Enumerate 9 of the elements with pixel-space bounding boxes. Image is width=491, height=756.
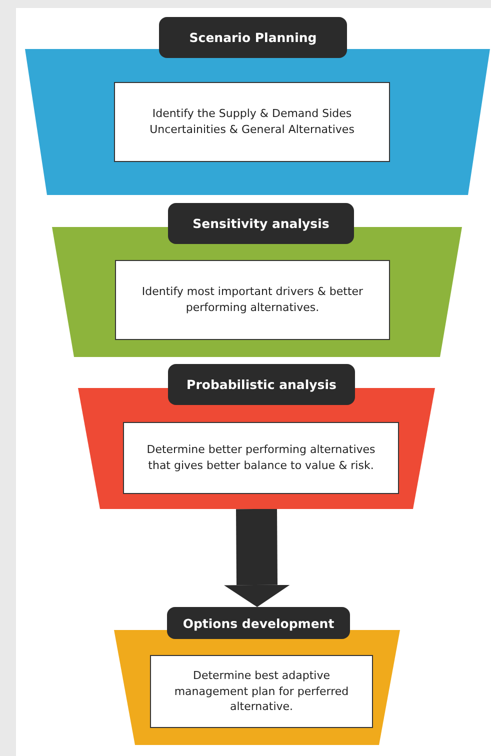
arrow xyxy=(224,508,290,607)
stage-heading: Options development xyxy=(167,607,350,639)
stage-heading: Sensitivity analysis xyxy=(168,203,354,244)
description-box: Identify most important drivers & better performing alternatives. xyxy=(115,260,390,340)
description-box: Identify the Supply & Demand Sides Uncertainities & General Alternatives xyxy=(114,82,390,162)
stage-heading: Scenario Planning xyxy=(159,17,347,58)
stage-heading: Probabilistic analysis xyxy=(168,364,355,405)
description-box: Determine better performing alternatives that gives better balance to value & risk. xyxy=(123,422,399,494)
description-box: Determine best adaptive management plan for perferred alternative. xyxy=(150,655,373,728)
